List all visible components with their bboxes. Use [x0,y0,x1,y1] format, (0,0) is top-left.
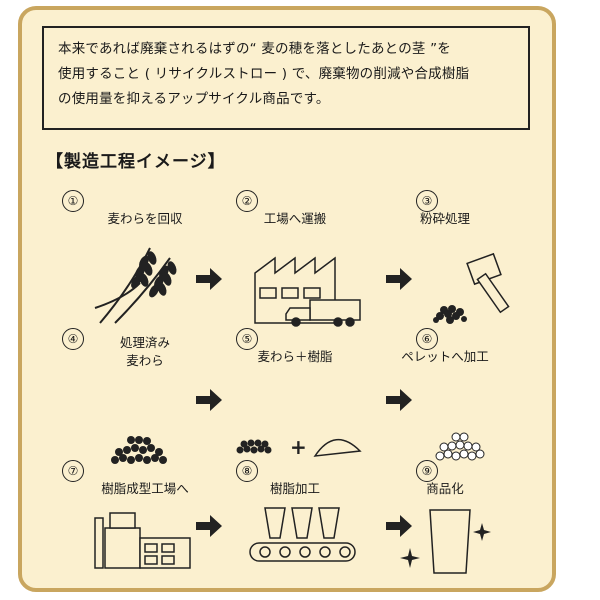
step-label: 粉砕処理 [419,211,470,226]
description-line-2: 使用すること ( リサイクルストロー ) で、廃棄物の削減や合成樹脂 [58,66,470,82]
conveyor-icon [249,507,356,562]
step-number: ① [62,190,84,212]
step-label: ペレットへ加工 [401,349,489,364]
molding-factory-icon [94,512,191,569]
step-number: ② [236,190,258,212]
pellets-icon [435,432,485,461]
factory-truck-icon [254,256,361,327]
step-label: 商品化 [426,481,464,496]
hammer-icon [433,252,510,324]
step-number: ⑧ [236,460,258,482]
arrow-right-icon [196,268,222,290]
step-4: ④ 処理済み 麦わら [62,328,220,470]
step-6: ⑥ ペレットへ加工 [370,328,520,466]
description-line-3: の使用量を抑えるアップサイクル商品です。 [58,91,330,107]
step-number: ⑦ [62,460,84,482]
description-box: 本来であれば廃棄されるはずの“ 麦の穂を落としたあとの茎 ”を 使用すること (… [42,26,530,130]
step-3: ③ 粉砕処理 [370,190,520,328]
step-label: 麦わら＋樹脂 [257,349,333,364]
step-number: ⑨ [416,460,438,482]
wheat-icon [94,247,177,324]
sparkle-icon [400,548,420,568]
arrow-right-icon [386,268,412,290]
arrow-right-icon [386,515,412,537]
step-number: ③ [416,190,438,212]
step-2: ② 工場へ運搬 [220,190,370,328]
step-9: ⑨ 商品化 [370,460,520,578]
plus-sign: + [290,435,307,459]
cup-icon [400,509,491,574]
step-label: 処理済み 麦わら [119,335,170,368]
step-8: ⑧ 樹脂加工 [220,460,370,578]
step-5: ⑤ 麦わら＋樹脂 + [220,328,370,466]
step-label: 麦わらを回収 [107,211,183,226]
step-label: 樹脂成型工場へ [101,481,189,496]
step-number: ⑤ [236,328,258,350]
arrow-right-icon [196,515,222,537]
sparkle-icon [473,523,491,541]
straw-plus-resin-icon: + [236,435,362,459]
step-7: ⑦ 樹脂成型工場へ [62,460,220,578]
step-label: 工場へ運搬 [263,211,327,226]
section-title: 【製造工程イメージ】 [46,152,226,172]
arrow-right-icon [386,389,412,411]
step-1: ① 麦わらを回収 [62,190,220,328]
step-label: 樹脂加工 [269,481,320,496]
step-number: ⑥ [416,328,438,350]
step-number: ④ [62,328,84,350]
processed-straw-icon [111,436,167,464]
arrow-right-icon [196,389,222,411]
description-line-1: 本来であれば廃棄されるはずの“ 麦の穂を落としたあとの茎 ”を [58,41,451,57]
